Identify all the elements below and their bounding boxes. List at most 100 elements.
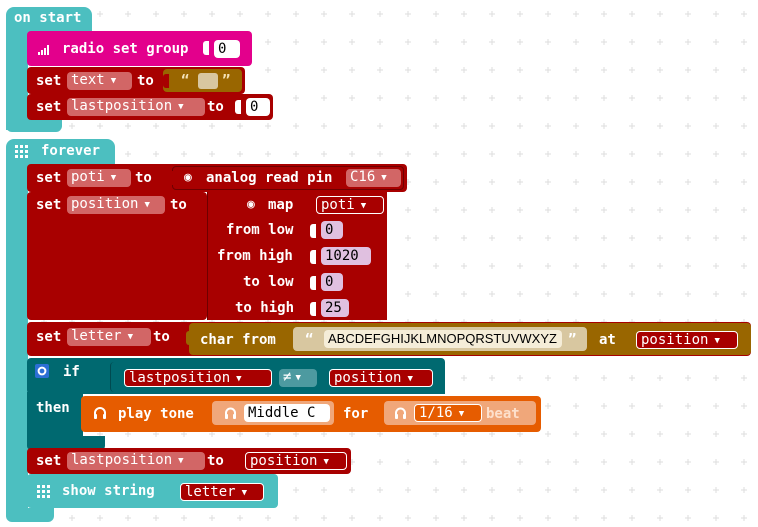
var-letter-label: letter: [71, 328, 122, 344]
pin-circle-icon: ◉: [247, 197, 255, 212]
grid-icon: [37, 485, 50, 498]
text-socket: [163, 74, 169, 88]
var-poti-dropdown[interactable]: poti ▼: [67, 169, 131, 187]
pin-circle-icon: ◉: [184, 170, 192, 185]
pin-dropdown[interactable]: C16 ▼: [346, 169, 401, 187]
set-last-var-label: lastposition: [71, 452, 173, 468]
on-start-label: on start: [14, 10, 82, 26]
to-low-label: to low: [243, 274, 294, 290]
cmp-right-label: position: [334, 370, 402, 386]
empty-text-field[interactable]: [198, 73, 218, 89]
set-last-value-label: position: [250, 453, 318, 469]
cmp-op-label: ≠: [283, 369, 292, 385]
beat-label: beat: [486, 406, 520, 422]
headphones-icon: [225, 407, 236, 419]
show-var-label: letter: [185, 484, 236, 500]
set-label-5: set: [36, 329, 62, 345]
radio-group-value[interactable]: 0: [214, 40, 240, 58]
at-var-label: position: [641, 332, 709, 348]
chevron-down-icon: ▼: [127, 332, 133, 342]
map-var-dropdown[interactable]: poti▼: [316, 196, 384, 214]
to-high-value[interactable]: 25: [321, 299, 349, 317]
tone-duration-label: 1/16: [419, 405, 453, 421]
alphabet-quote-close: ”: [568, 332, 577, 348]
from-low-value[interactable]: 0: [321, 221, 343, 239]
lastposition-init-socket: [235, 100, 241, 114]
to-low-socket: [310, 276, 316, 290]
on-start-hat[interactable]: [6, 7, 92, 33]
chevron-down-icon: ▼: [714, 336, 720, 346]
chevron-down-icon: ▼: [381, 173, 387, 183]
chevron-down-icon: ▼: [407, 374, 413, 384]
radio-set-group-label: radio set group: [62, 41, 189, 57]
for-label: for: [343, 406, 369, 422]
at-var-dropdown[interactable]: position ▼: [636, 331, 738, 349]
from-low-socket: [310, 224, 316, 238]
var-letter-dropdown[interactable]: letter ▼: [67, 328, 151, 346]
analog-read-pin-label: analog read pin: [206, 170, 333, 186]
then-label: then: [36, 400, 70, 416]
map-label: map: [268, 197, 294, 213]
var-position-label: position: [71, 196, 139, 212]
var-text-label: text: [71, 72, 105, 88]
headphones-icon: [395, 407, 406, 419]
forever-body-left: [6, 162, 28, 512]
forever-hat[interactable]: [6, 139, 115, 165]
chevron-down-icon: ▼: [236, 374, 242, 384]
var-lastposition-label: lastposition: [71, 98, 173, 114]
play-tone-label: play tone: [118, 406, 194, 422]
chevron-down-icon: ▼: [458, 409, 465, 419]
from-high-value[interactable]: 1020: [321, 247, 371, 265]
to-high-socket: [310, 302, 316, 316]
quote-close-label: ”: [222, 73, 231, 89]
forever-footer: [6, 508, 54, 522]
tone-duration-dropdown[interactable]: 1/16 ▼: [414, 404, 482, 422]
to-label-1: to: [137, 73, 154, 89]
to-label-5: to: [153, 329, 170, 345]
signal-bars-icon: [38, 45, 49, 55]
set-last-var-dropdown[interactable]: lastposition▼: [67, 452, 205, 470]
chevron-down-icon: ▼: [360, 201, 367, 211]
radio-group-socket: [203, 41, 209, 55]
from-high-socket: [310, 250, 316, 264]
headphones-icon: [94, 407, 106, 419]
to-label-3: to: [135, 170, 152, 186]
on-start-footer: [6, 118, 62, 132]
if-block-bottom: [27, 436, 105, 450]
to-high-label: to high: [235, 300, 295, 316]
chevron-down-icon: ▼: [144, 200, 150, 210]
forever-label: forever: [41, 143, 101, 159]
chevron-down-icon: ▼: [178, 102, 184, 112]
to-label-6: to: [207, 453, 224, 469]
cmp-right-dropdown[interactable]: position ▼: [329, 369, 433, 387]
chevron-down-icon: ▼: [110, 76, 117, 86]
show-string-label: show string: [62, 483, 155, 499]
alphabet-field[interactable]: ABCDEFGHIJKLMNOPQRSTUVWXYZ: [324, 330, 562, 348]
chevron-down-icon: ▼: [110, 173, 117, 183]
set-label-2: set: [36, 99, 62, 115]
cmp-left-dropdown[interactable]: lastposition▼: [124, 369, 272, 387]
to-label-4: to: [170, 197, 187, 213]
chevron-down-icon: ▼: [295, 373, 301, 383]
show-var-dropdown[interactable]: letter ▼: [180, 483, 264, 501]
chevron-down-icon: ▼: [323, 457, 329, 467]
set-label-3: set: [36, 170, 62, 186]
to-low-value[interactable]: 0: [321, 273, 343, 291]
var-lastposition-dropdown[interactable]: lastposition ▼: [67, 98, 205, 116]
set-label-6: set: [36, 453, 62, 469]
set-last-value-dropdown[interactable]: position ▼: [245, 452, 347, 470]
var-text-dropdown[interactable]: text ▼: [67, 72, 132, 90]
at-label: at: [599, 332, 616, 348]
pin-value-label: C16: [350, 169, 376, 185]
chevron-down-icon: ▼: [241, 488, 247, 498]
set-label-4: set: [36, 197, 62, 213]
lastposition-init-value[interactable]: 0: [246, 98, 270, 116]
quote-open-label: “: [181, 73, 190, 89]
var-poti-label: poti: [71, 169, 105, 185]
cmp-op-dropdown[interactable]: ≠▼: [279, 369, 317, 387]
char-from-socket: [186, 331, 192, 345]
var-position-dropdown[interactable]: position ▼: [67, 196, 165, 214]
tone-note-field[interactable]: Middle C: [244, 404, 330, 422]
analog-socket: [168, 171, 174, 185]
alphabet-quote-open: “: [305, 332, 314, 348]
